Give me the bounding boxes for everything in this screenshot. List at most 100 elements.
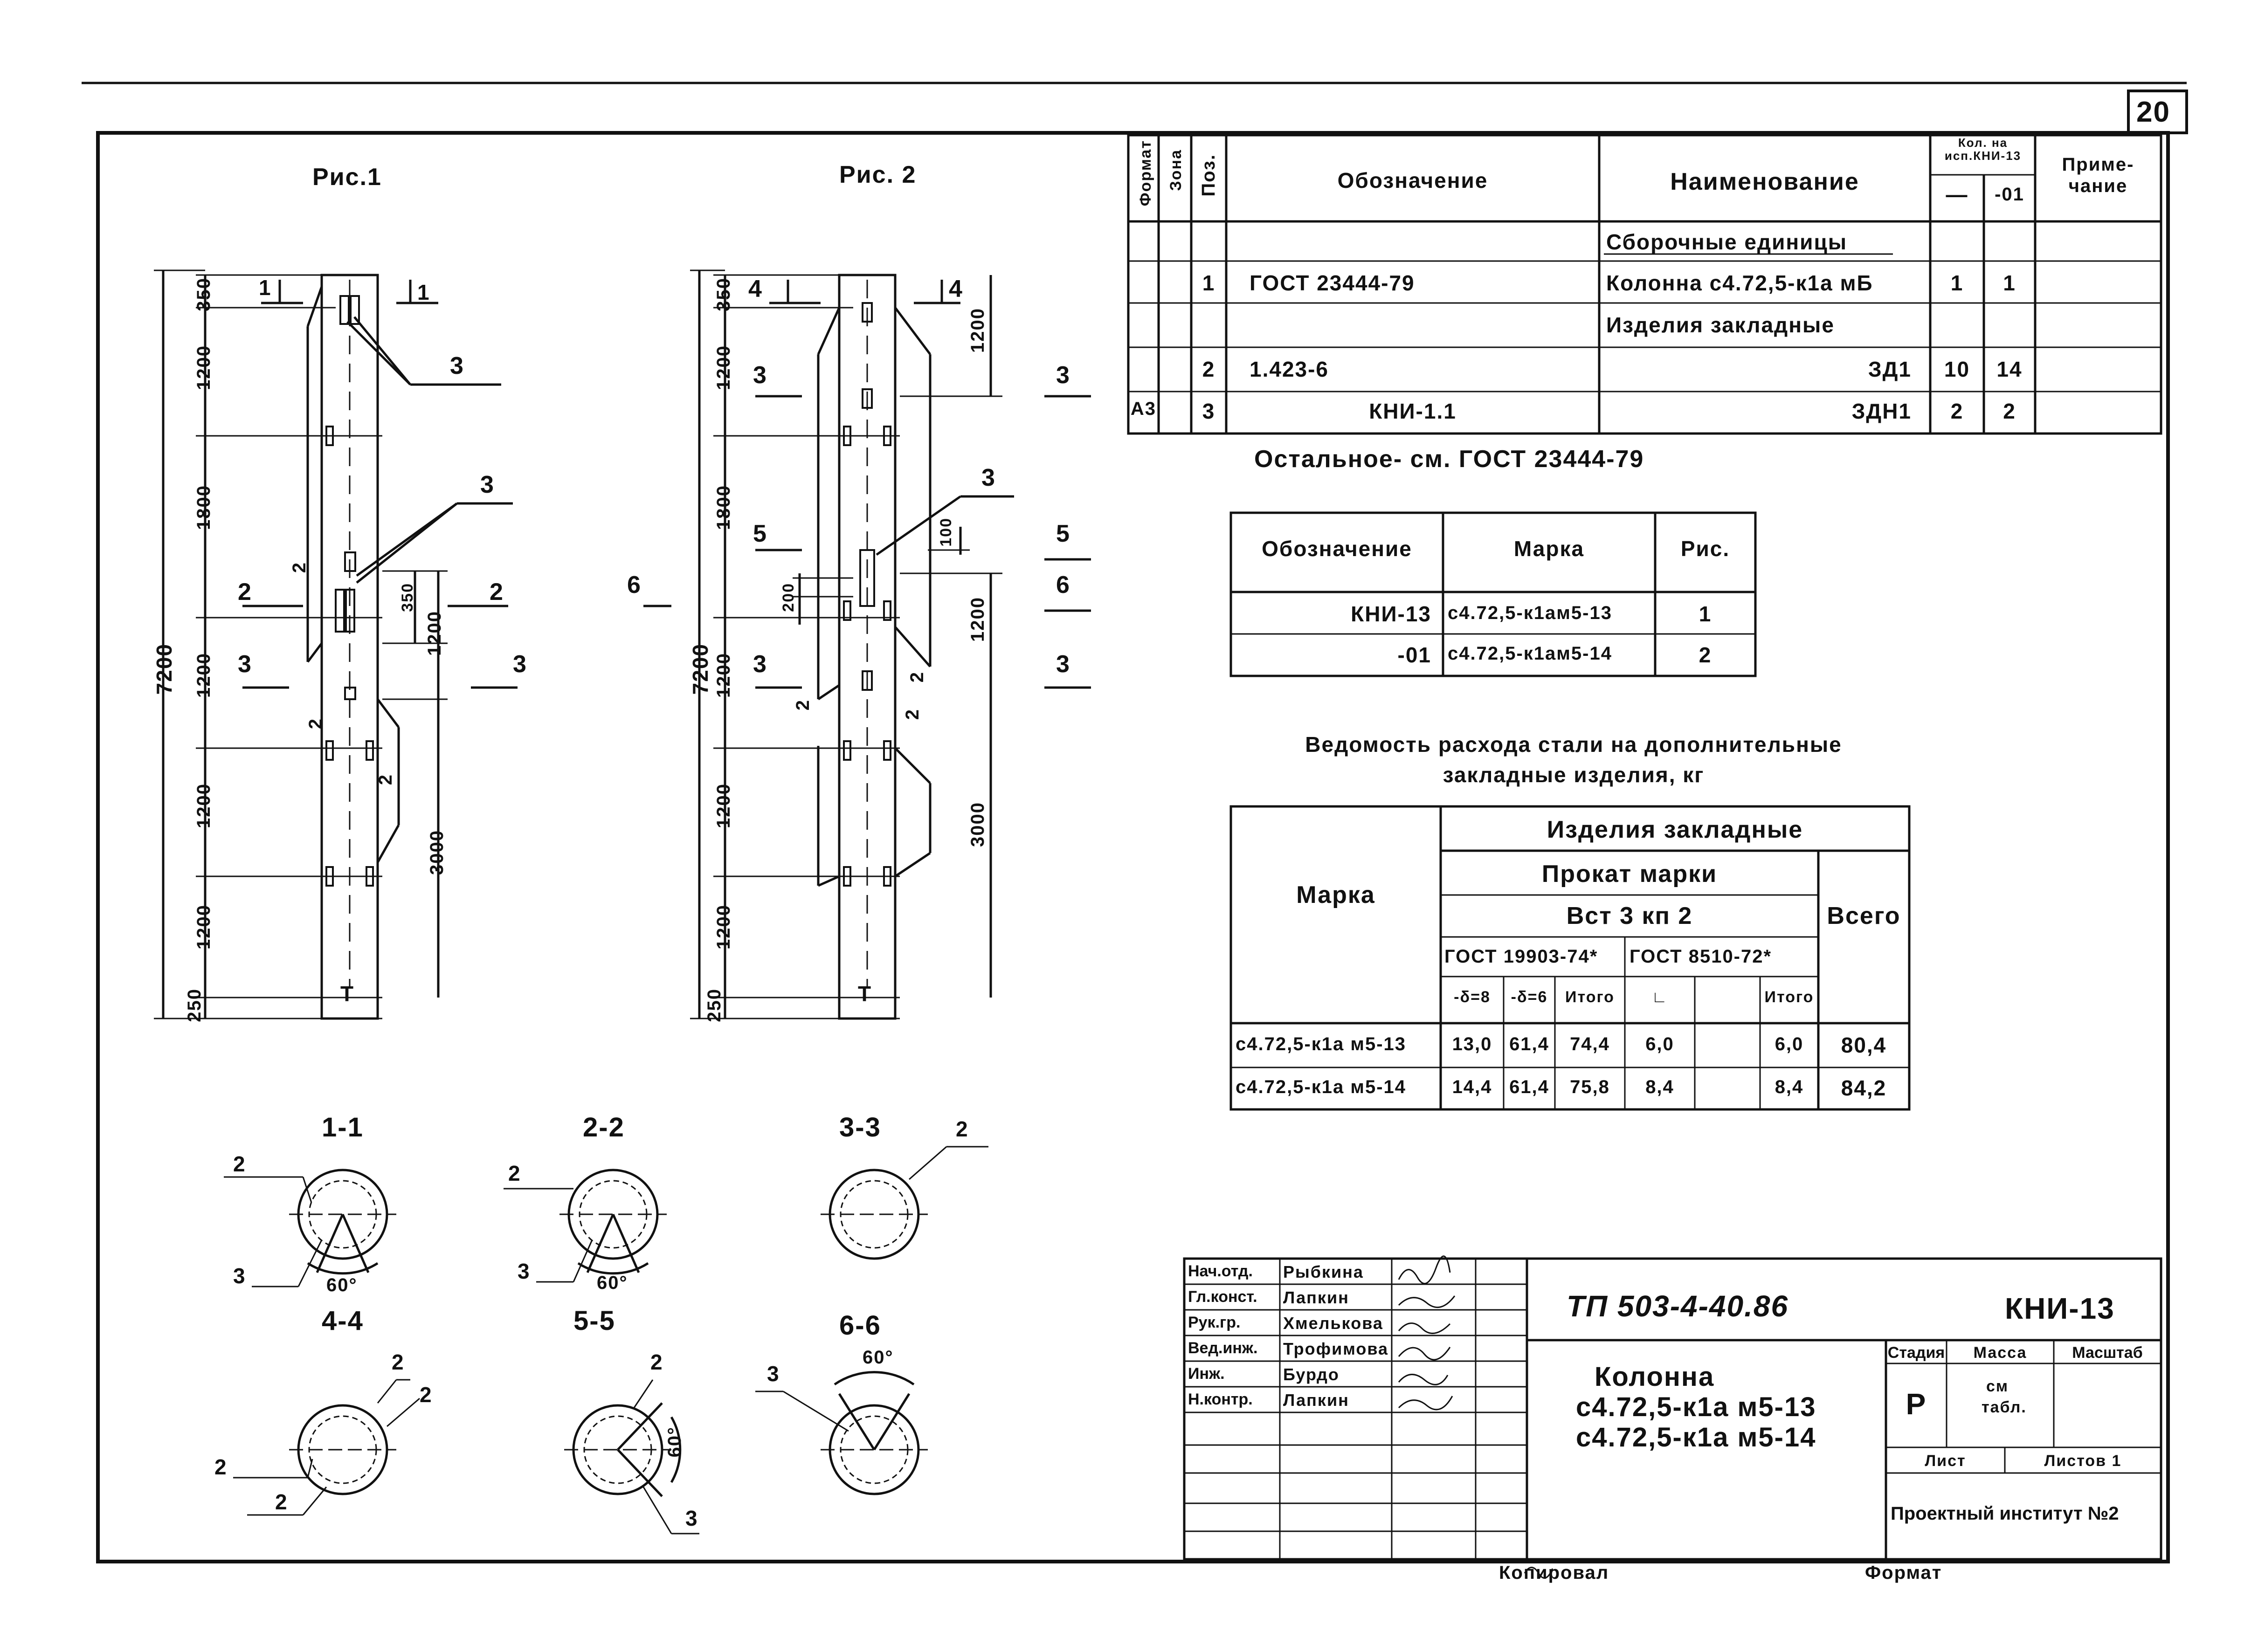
fig2-dim: 1200 xyxy=(967,308,988,353)
fig1-dim: 1200 xyxy=(193,783,214,828)
fig2-section-mark: 4 xyxy=(949,275,963,303)
spec-row-pos: 1 xyxy=(1202,271,1215,295)
fig1-callout: 3 xyxy=(450,352,464,379)
fig1-dim: 350 xyxy=(193,277,214,311)
section-angle: 60° xyxy=(664,1426,685,1458)
steel-header-grade: Вст 3 кп 2 xyxy=(1566,902,1693,929)
section-title: 2-2 xyxy=(583,1112,625,1143)
marks-cell: с4.72,5-к1ам5-13 xyxy=(1448,603,1612,623)
spec-row-name: ЗДН1 xyxy=(1851,399,1912,423)
spec-header-note: Приме-чание xyxy=(2062,154,2134,196)
spec-row-q2: 14 xyxy=(1996,357,2023,381)
spec-row-name: Сборочные единицы xyxy=(1606,230,1847,254)
spec-row-pos: 3 xyxy=(1202,399,1215,423)
fig1-dim-total: 7200 xyxy=(152,643,176,695)
spec-header-qty-01: -01 xyxy=(1995,184,2024,205)
tb-sheet-header: Лист xyxy=(1925,1452,1966,1470)
steel-cell-mark: с4.72,5-к1а м5-14 xyxy=(1236,1077,1407,1097)
spec-row-designation: ГОСТ 23444-79 xyxy=(1250,271,1415,295)
steel-cell: 74,4 xyxy=(1570,1034,1610,1054)
fig1-section-mark: 2 xyxy=(490,578,504,606)
marks-cell: 2 xyxy=(1699,643,1712,667)
fig2-base-mark: Т xyxy=(858,982,872,1006)
spec-row-q2: 1 xyxy=(2003,271,2016,295)
fig2-section-mark: 4 xyxy=(748,275,763,303)
steel-sub: Итого xyxy=(1565,988,1615,1006)
fig1-callout: 2 xyxy=(305,718,326,730)
steel-cell: 13,0 xyxy=(1452,1034,1492,1054)
steel-cell-total: 80,4 xyxy=(1841,1033,1887,1057)
fig1-section-mark: 3 xyxy=(513,651,527,678)
section-label: 2 xyxy=(420,1383,433,1407)
spec-row-q1: 10 xyxy=(1944,357,1970,381)
spec-footnote: Остальное- см. ГОСТ 23444-79 xyxy=(1254,446,1644,473)
fig1-dim: 1200 xyxy=(193,653,214,698)
section-label: 2 xyxy=(275,1490,288,1514)
fig2-dim: 200 xyxy=(780,583,797,612)
steel-cell: 6,0 xyxy=(1775,1034,1804,1054)
fig2-section-mark: 5 xyxy=(753,520,767,547)
fig2-dim: 1200 xyxy=(713,653,734,698)
fig2-dim: 1200 xyxy=(713,783,734,828)
spec-row-designation: КНИ-1.1 xyxy=(1369,399,1457,423)
marks-cell: с4.72,5-к1ам5-14 xyxy=(1448,643,1612,664)
fig1-section-mark: 1 xyxy=(259,275,272,300)
steel-cell-mark: с4.72,5-к1а м5-13 xyxy=(1236,1034,1407,1054)
tb-name: Хмелькова xyxy=(1283,1314,1383,1333)
tb-mass-note: см xyxy=(1986,1377,2009,1395)
spec-header-name: Наименование xyxy=(1670,168,1859,195)
marks-cell: 1 xyxy=(1699,602,1712,626)
fig2-section-mark: 3 xyxy=(1056,651,1070,678)
steel-cell: 75,8 xyxy=(1570,1077,1610,1097)
fig1-dim: 1200 xyxy=(193,904,214,950)
spec-row-name: Изделия закладные xyxy=(1606,313,1835,337)
tb-role: Гл.конст. xyxy=(1188,1288,1257,1306)
steel-cell: 8,4 xyxy=(1775,1077,1804,1097)
marks-cell: КНИ-13 xyxy=(1351,602,1431,626)
section-title: 4-4 xyxy=(322,1306,364,1336)
steel-header-items: Изделия закладные xyxy=(1547,816,1803,843)
tb-name: Лапкин xyxy=(1283,1288,1349,1307)
fig2-callout: 2 xyxy=(902,709,923,720)
marks-cell: -01 xyxy=(1397,643,1431,667)
fig1-callout: 2 xyxy=(289,562,310,573)
tb-mass-header: Масса xyxy=(1973,1344,2027,1362)
marks-header: Рис. xyxy=(1680,537,1730,561)
fig2-section-mark: 3 xyxy=(753,362,767,389)
fig2-section-mark: 3 xyxy=(1056,362,1070,389)
steel-sub: ∟ xyxy=(1651,988,1668,1006)
tb-role: Инж. xyxy=(1188,1365,1225,1383)
steel-header-rolled: Прокат марки xyxy=(1541,860,1718,888)
fig1-callout: 2 xyxy=(375,774,396,785)
tb-stage: Р xyxy=(1906,1387,1927,1421)
tb-copied: Копировал xyxy=(1499,1563,1609,1583)
tb-format: Формат xyxy=(1865,1563,1942,1583)
spec-header-zone: Зона xyxy=(1167,149,1185,191)
fig1-section-mark: 3 xyxy=(238,651,252,678)
steel-sub: -δ=8 xyxy=(1454,988,1491,1006)
tb-organization: Проектный институт №2 xyxy=(1891,1503,2119,1524)
fig1-dim: 350 xyxy=(399,583,416,612)
steel-title: закладные изделия, кг xyxy=(1443,763,1705,787)
steel-cell: 6,0 xyxy=(1645,1034,1674,1054)
tb-role: Рук.гр. xyxy=(1188,1314,1241,1331)
tb-name: Бурдо xyxy=(1283,1365,1340,1384)
spec-header-format: Формат xyxy=(1137,140,1154,206)
fig2-section-mark: 3 xyxy=(753,651,767,678)
steel-cell-total: 84,2 xyxy=(1841,1076,1887,1100)
section-label: 3 xyxy=(233,1264,246,1288)
fig1-dim: 3000 xyxy=(427,830,447,875)
section-title: 3-3 xyxy=(839,1112,881,1143)
steel-header-gost: ГОСТ 8510-72* xyxy=(1630,946,1772,967)
steel-header-gost: ГОСТ 19903-74* xyxy=(1444,946,1598,967)
tb-role: Вед.инж. xyxy=(1188,1339,1258,1357)
section-label: 2 xyxy=(956,1117,969,1141)
fig1-section-mark: 2 xyxy=(238,578,252,606)
spec-row-q2: 2 xyxy=(2003,399,2016,423)
section-label: 2 xyxy=(233,1152,246,1176)
tb-sheets-header: Листов 1 xyxy=(2044,1452,2122,1470)
steel-header-total: Всего xyxy=(1827,902,1901,929)
fig2-section-mark: 5 xyxy=(1056,520,1070,547)
tb-stage-header: Стадия xyxy=(1887,1344,1945,1362)
fig1-dim: 1200 xyxy=(193,345,214,390)
